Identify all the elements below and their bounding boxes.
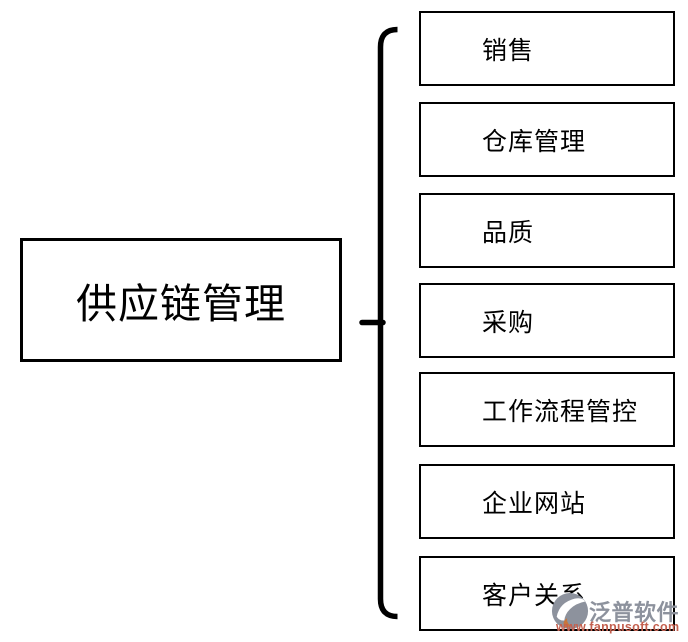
branch-node-box: 客户关系: [419, 556, 675, 631]
watermark-url: www.fanpusoft.com: [556, 620, 680, 634]
branch-node-label: 品质: [482, 218, 535, 247]
fanpu-swirl-logo-icon: [551, 592, 589, 630]
branch-node-box: 仓库管理: [419, 102, 675, 177]
branch-node-label: 工作流程管控: [482, 397, 639, 426]
branch-node-label: 采购: [482, 308, 535, 337]
branch-node-label: 销售: [482, 36, 535, 65]
branch-node-box: 采购: [419, 283, 675, 358]
root-node-box: 供应链管理: [20, 238, 342, 362]
watermark-brand: 泛普软件: [589, 600, 680, 625]
branch-node-box: 企业网站: [419, 464, 675, 539]
branch-node-box: 销售: [419, 11, 675, 86]
branch-node-box: 工作流程管控: [419, 372, 675, 447]
branch-node-box: 品质: [419, 193, 675, 268]
branch-node-label: 仓库管理: [482, 127, 587, 156]
branch-node-label: 企业网站: [482, 489, 587, 518]
root-node-label: 供应链管理: [76, 281, 286, 327]
